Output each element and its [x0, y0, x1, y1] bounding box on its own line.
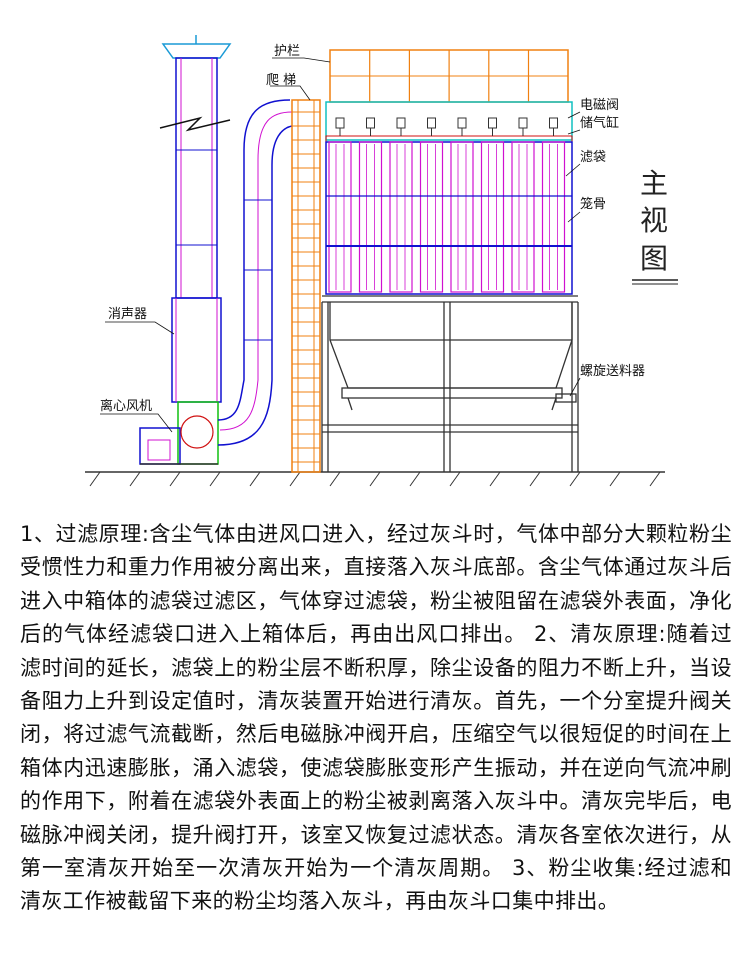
ground: [85, 471, 665, 487]
view-title-char-1: 主: [640, 167, 668, 200]
label-cage: 笼骨: [580, 196, 606, 212]
label-guardrail: 护栏: [274, 44, 300, 59]
ladder: [291, 99, 321, 473]
label-fan: 离心风机: [100, 398, 152, 414]
label-ladder: 爬 梯: [266, 73, 296, 88]
label-filter-bag: 滤袋: [580, 150, 606, 165]
filter-bag-section: [325, 141, 573, 295]
silencer: [171, 297, 222, 403]
guardrail: [329, 49, 569, 103]
hopper-structure: [321, 295, 579, 472]
label-silencer: 消声器: [108, 307, 147, 322]
label-air-tank: 储气缸: [580, 115, 619, 131]
upper-box: [325, 101, 573, 143]
view-title-char-2: 视: [640, 204, 668, 237]
label-solenoid-valve: 电磁阀: [580, 98, 619, 113]
view-title-char-3: 图: [640, 242, 668, 275]
dust-collector-diagram: 护栏 爬 梯 电磁阀 储气缸 滤袋 笼骨 消声器 离心风机 螺旋送料器 主 视 …: [85, 35, 678, 487]
leader-lines: [100, 57, 581, 433]
duct: [217, 99, 293, 446]
centrifugal-fan: [139, 401, 219, 465]
description-text: 1、过滤原理:含尘气体由进风口进入，经过灰斗时，气体中部分大颗粒粉尘受惯性力和重…: [20, 522, 732, 914]
label-screw-conveyor: 螺旋送料器: [580, 364, 645, 379]
exhaust-stack: [159, 35, 232, 299]
